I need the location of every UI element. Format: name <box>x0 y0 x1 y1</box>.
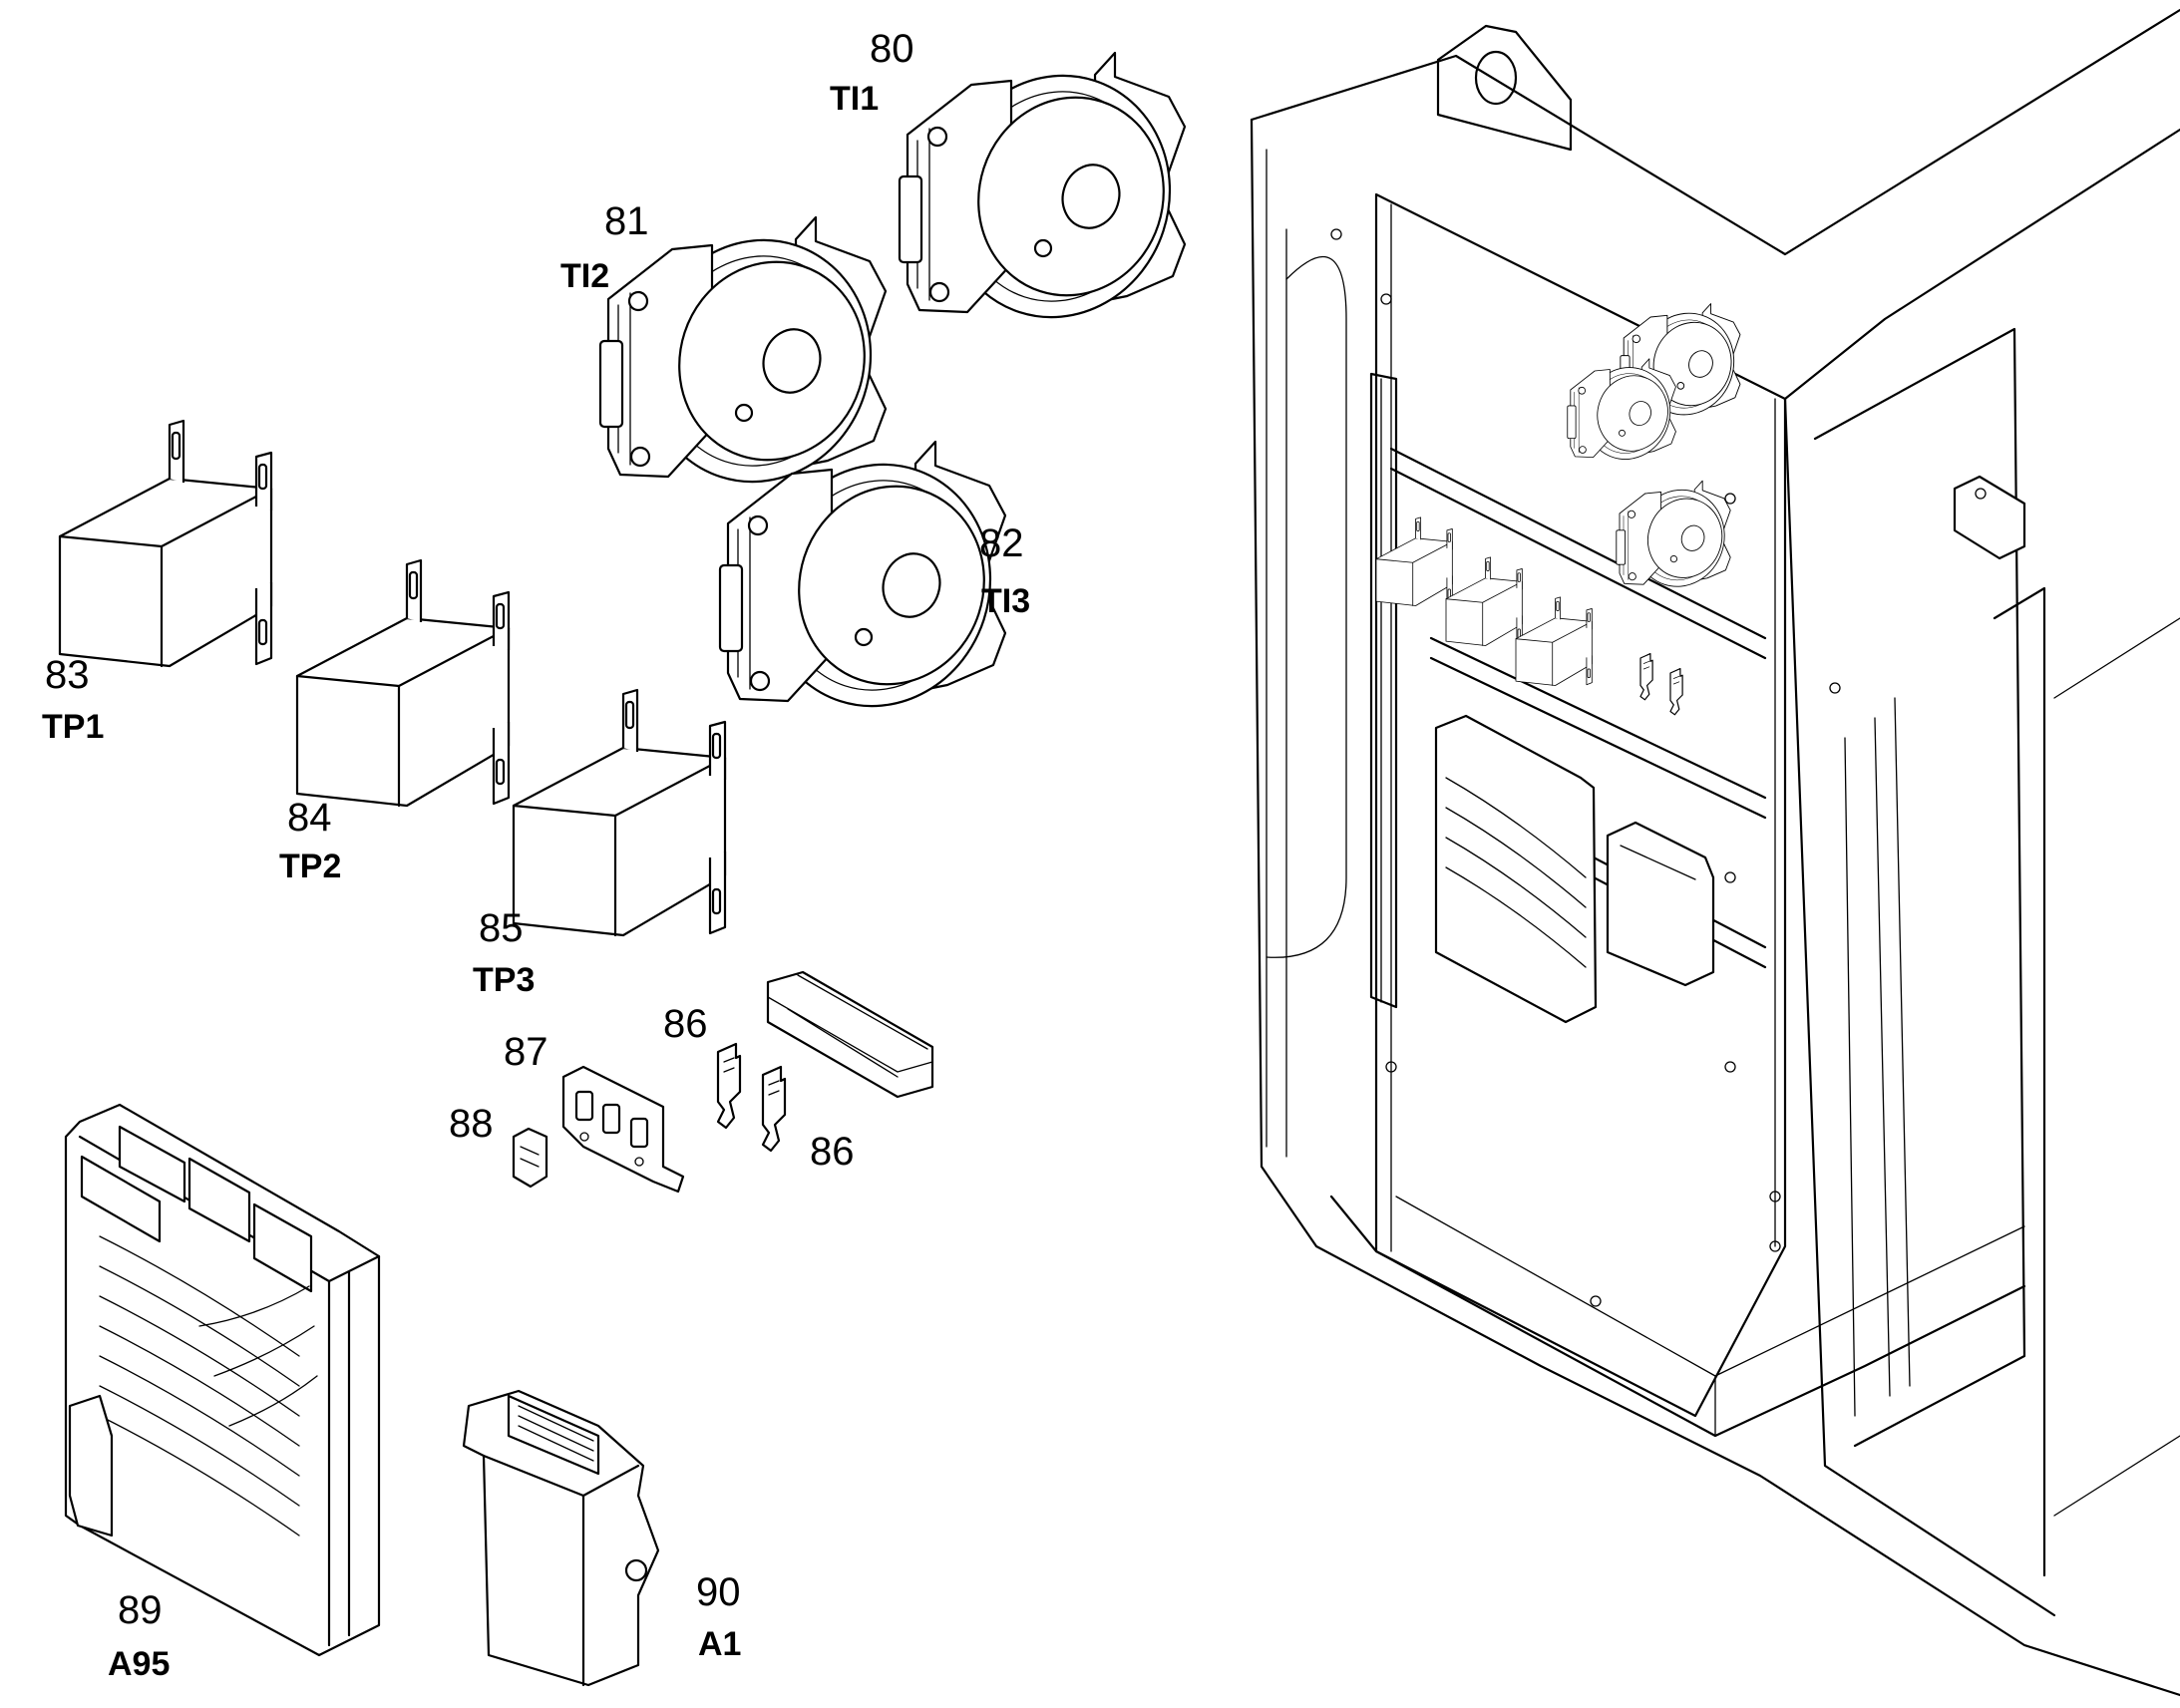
callout-81-number: 81 <box>604 199 649 243</box>
terminal-clip-upper <box>716 1042 742 1130</box>
callout-84-code: TP2 <box>279 848 341 885</box>
transformer-tp3 <box>512 688 727 937</box>
callout-83-code: TP1 <box>42 708 104 746</box>
callout-84-number: 84 <box>287 796 332 840</box>
callout-82-number: 82 <box>979 521 1024 565</box>
control-unit-a95 <box>64 1103 381 1657</box>
connector-plug <box>512 1127 548 1189</box>
callout-90-code: A1 <box>698 1625 741 1663</box>
transformer-tp2 <box>295 558 511 808</box>
callout-83-number: 83 <box>45 653 90 697</box>
callout-87-number: 87 <box>504 1030 548 1074</box>
callout-81-code: TI2 <box>560 257 609 295</box>
callout-82-code: TI3 <box>981 582 1030 620</box>
callout-85-number: 85 <box>479 906 524 950</box>
transformer-tp1 <box>58 419 273 668</box>
callout-89-number: 89 <box>118 1588 163 1632</box>
control-module-a1 <box>462 1389 660 1687</box>
callout-90-number: 90 <box>696 1570 741 1614</box>
callout-85-code: TP3 <box>473 961 535 999</box>
callout-88-number: 88 <box>449 1102 494 1146</box>
callout-80-number: 80 <box>870 27 914 71</box>
terminal-clip-lower <box>761 1065 787 1153</box>
din-rail <box>766 970 934 1099</box>
callout-86-lower-number: 86 <box>810 1130 855 1174</box>
callout-80-code: TI1 <box>830 80 879 118</box>
cabinet-installation-view <box>1250 8 2180 1697</box>
transformer-ti2 <box>598 209 904 512</box>
callout-86-upper-number: 86 <box>663 1002 708 1046</box>
callout-89-code: A95 <box>108 1645 170 1683</box>
transformer-ti1 <box>898 45 1203 348</box>
connector-bracket <box>561 1065 685 1194</box>
